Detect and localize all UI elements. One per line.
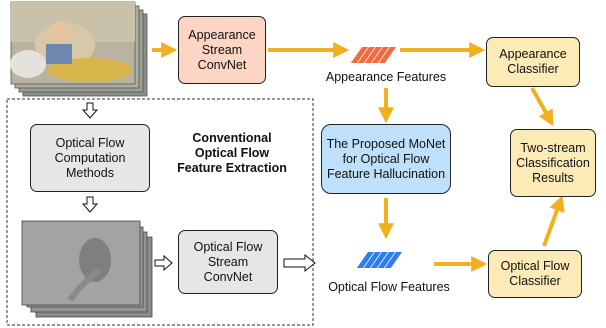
optical-flow-frames-image: [21, 220, 153, 318]
appearance-feature-bars: [350, 47, 396, 63]
monet-label: The Proposed MoNet for Optical Flow Feat…: [326, 136, 446, 181]
appearance-classifier-box: Appearance Classifier: [486, 37, 580, 87]
conventional-region: [6, 98, 314, 326]
monet-box: The Proposed MoNet for Optical Flow Feat…: [321, 124, 451, 194]
two-stream-results-label: Two-stream Classification Results: [516, 140, 590, 185]
flow-features-label: Optical Flow Features: [328, 279, 450, 294]
flow-computation-label: Optical Flow Computation Methods: [54, 135, 126, 180]
appearance-classifier-label: Appearance Classifier: [499, 47, 567, 76]
flow-computation-box: Optical Flow Computation Methods: [30, 124, 150, 192]
flow-classifier-label: Optical Flow Classifier: [500, 259, 570, 288]
appearance-stream-box: Appearance Stream ConvNet: [178, 16, 266, 84]
arrow-appearance-classifier-to-results: [530, 87, 554, 127]
flow-stream-box: Optical Flow Stream ConvNet: [178, 230, 278, 294]
hollow-arrow-computation-down: [81, 196, 99, 213]
arrow-flow-classifier-to-results: [542, 195, 565, 247]
flow-classifier-box: Optical Flow Classifier: [488, 250, 582, 298]
hollow-arrow-frames-down: [81, 102, 99, 119]
two-stream-results-box: Two-stream Classification Results: [510, 129, 596, 197]
conventional-extraction-title: Conventional Optical Flow Feature Extrac…: [177, 130, 287, 175]
flow-stream-label: Optical Flow Stream ConvNet: [193, 239, 263, 284]
appearance-features-label: Appearance Features: [325, 69, 447, 84]
flow-feature-bars: [356, 252, 402, 268]
hollow-arrow-flow-frames-to-stream: [154, 254, 173, 272]
appearance-stream-label: Appearance Stream ConvNet: [188, 27, 256, 72]
hollow-arrow-stream-to-flow-features: [283, 253, 316, 273]
video-frames-image: [10, 1, 148, 97]
